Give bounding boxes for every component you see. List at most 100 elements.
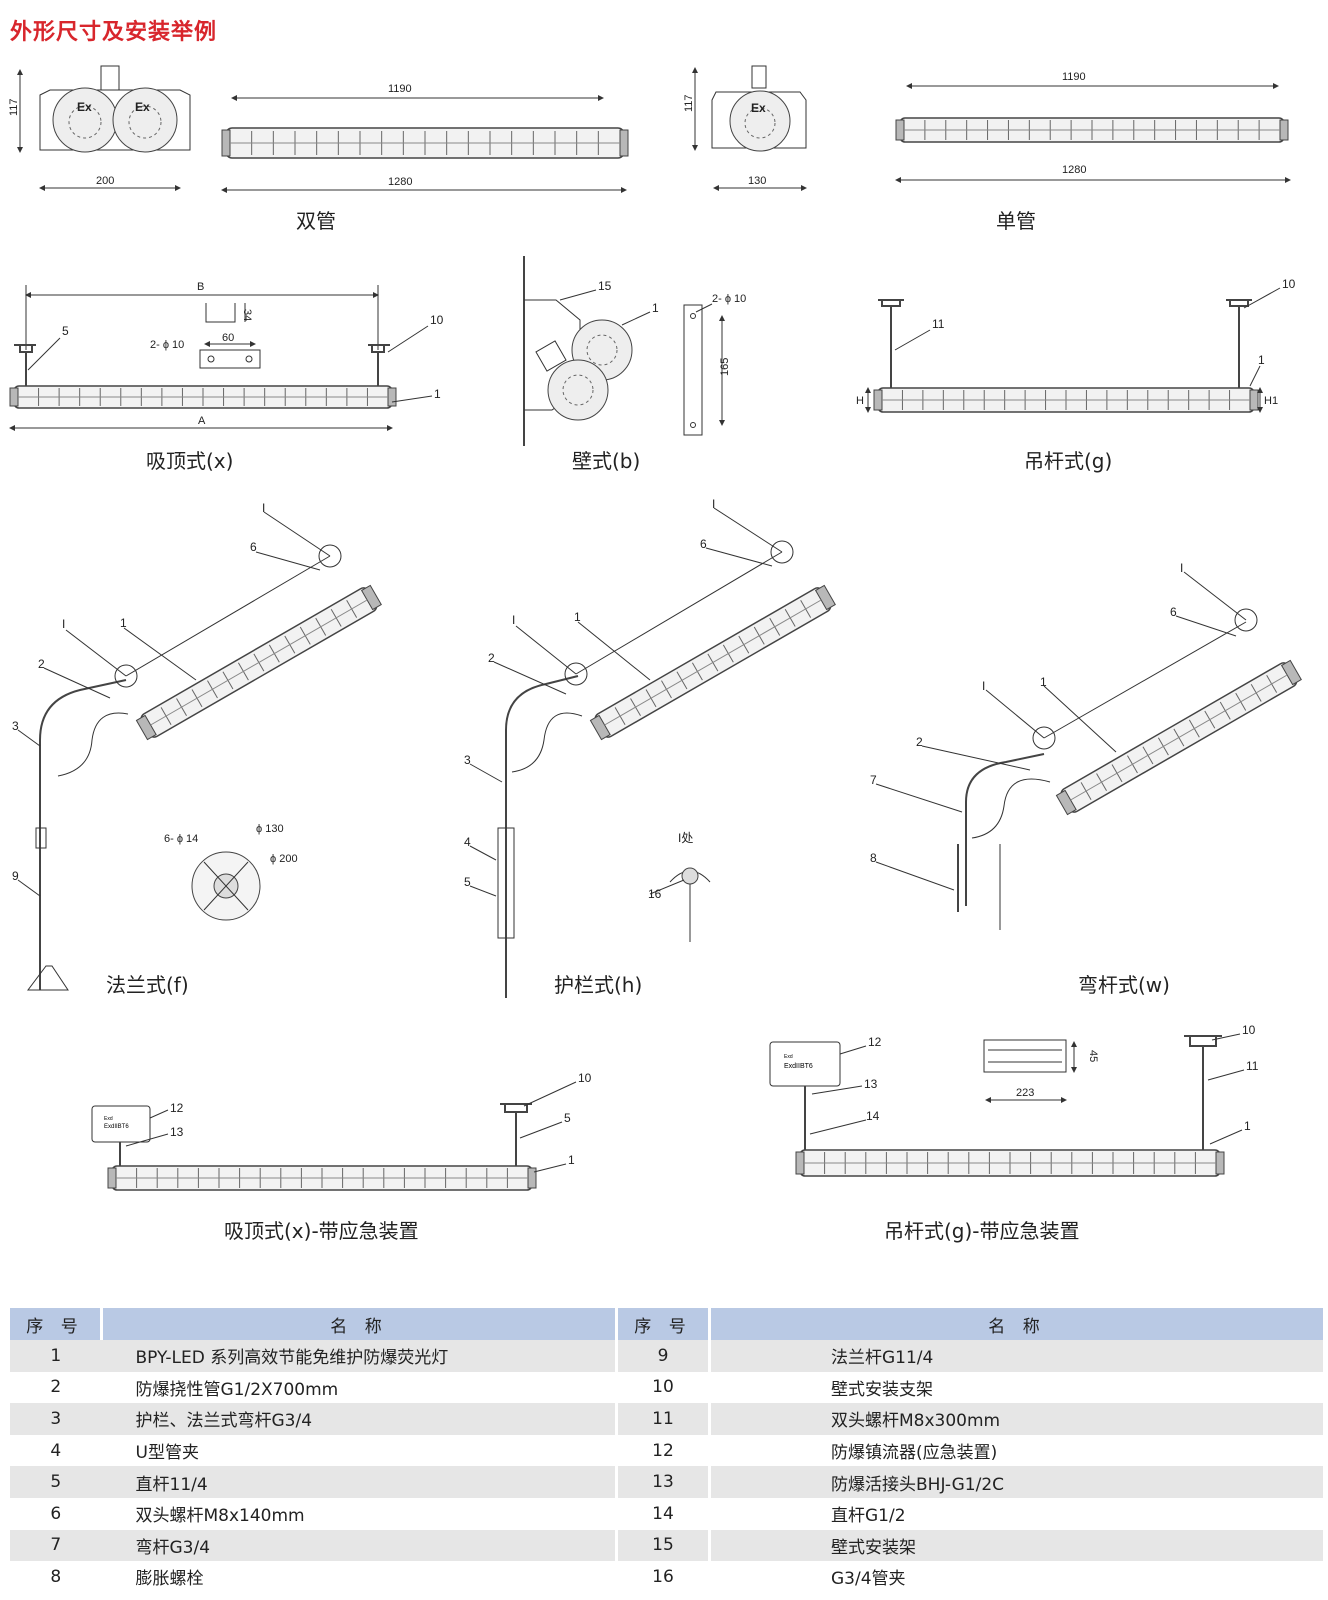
ex-mark-single: Ex xyxy=(751,101,766,115)
part-name-right: 防爆活接头BHJ-G1/2C xyxy=(708,1466,1323,1498)
caption-double-tube: 双管 xyxy=(296,209,336,233)
part-name-left: 双头螺杆M8x140mm xyxy=(135,1506,305,1527)
flange-callout-3: 3 xyxy=(12,719,19,733)
hole-2-phi10-b: 2- ϕ 10 xyxy=(712,293,746,305)
part-name-right: 壁式安装架 xyxy=(708,1529,1323,1562)
dim-H: H xyxy=(856,395,864,407)
dim-117-a: 117 xyxy=(8,98,20,116)
dim-A: A xyxy=(198,415,206,427)
bent-pole-mount-drawing: I 1 2 7 8 I 6 弯杆式(w) xyxy=(870,561,1302,997)
flange-callout-2: 2 xyxy=(38,657,45,671)
header-name-2: 名 称 xyxy=(708,1308,1323,1340)
ballast-label-3: Exd xyxy=(784,1054,793,1060)
bent-callout-7: 7 xyxy=(870,773,877,787)
part-number-right: 12 xyxy=(615,1434,710,1467)
caption-guardrail: 护栏式(h) xyxy=(554,973,642,997)
part-number-left: 7 xyxy=(10,1529,102,1562)
part-name-right: 法兰杆G11/4 xyxy=(708,1340,1323,1372)
part-name-right: 双头螺杆M8x300mm xyxy=(708,1403,1323,1435)
flange-mount-drawing: I 1 2 3 9 I 6 6- ϕ 14 ϕ 130 ϕ 200 法兰式(f) xyxy=(12,501,382,997)
caption-wall: 壁式(b) xyxy=(572,449,640,473)
bent-callout-1: 1 xyxy=(1040,675,1047,689)
caption-bent-pole: 弯杆式(w) xyxy=(1078,973,1170,997)
table-header-row: 序 号 名 称 序 号 名 称 xyxy=(10,1308,1323,1340)
part-number-right: 14 xyxy=(615,1497,710,1530)
part-number-left: 1 xyxy=(10,1340,102,1372)
page-title: 外形尺寸及安装举例 xyxy=(10,20,218,45)
dim-phi200: ϕ 200 xyxy=(270,853,298,865)
guard-roman-I-2: I xyxy=(712,497,715,511)
flange-callout-1: 1 xyxy=(120,616,127,630)
detail-I: I处 xyxy=(678,831,693,845)
dim-117-b: 117 xyxy=(683,94,695,112)
ballast-label-2: ExdIIBT6 xyxy=(104,1124,129,1130)
lamp-centerline xyxy=(604,599,822,726)
dim-B: B xyxy=(197,281,204,293)
header-seq-2: 序 号 xyxy=(615,1308,710,1340)
guard-roman-I-1: I xyxy=(512,613,515,627)
guardrail-mount-drawing: I 1 2 3 4 5 I 6 I处 16 护栏式(h) xyxy=(464,497,836,998)
part-number-right: 10 xyxy=(615,1371,710,1404)
flange-roman-I-1: I xyxy=(62,617,65,631)
dim-1280-b: 1280 xyxy=(1062,164,1086,176)
part-number-right: 9 xyxy=(615,1340,710,1372)
part-name-right: G3/4管夹 xyxy=(708,1561,1323,1593)
caption-ceiling: 吸顶式(x) xyxy=(146,449,233,473)
pe-callout-14: 14 xyxy=(866,1109,880,1123)
part-number-left: 3 xyxy=(10,1403,102,1435)
dim-223: 223 xyxy=(1016,1087,1034,1099)
ce-callout-1: 1 xyxy=(568,1153,575,1167)
header-name-1: 名 称 xyxy=(100,1308,617,1340)
part-number-right: 15 xyxy=(615,1529,710,1562)
part-name-left: U型管夹 xyxy=(135,1443,199,1464)
caption-single-tube: 单管 xyxy=(996,209,1036,233)
caption-pendant: 吊杆式(g) xyxy=(1024,449,1112,473)
ex-mark-right: Ex xyxy=(135,100,150,114)
hole-2-phi10-a: 2- ϕ 10 xyxy=(150,339,184,351)
callout-1: 1 xyxy=(434,387,441,401)
ballast-label-1: Exd xyxy=(104,1116,113,1122)
bent-callout-8: 8 xyxy=(870,851,877,865)
callout-10: 10 xyxy=(430,313,444,327)
bent-roman-I-1: I xyxy=(982,679,985,693)
dim-1190-b: 1190 xyxy=(1062,71,1086,83)
part-name-right: 壁式安装支架 xyxy=(708,1371,1323,1404)
ceiling-emergency-drawing: Exd ExdIIBT6 12 13 10 5 1 吸顶式(x)-带应急装置 xyxy=(91,1071,592,1243)
dim-H1: H1 xyxy=(1264,395,1278,407)
callout-15: 15 xyxy=(598,279,612,293)
part-name-left: 防爆挠性管G1/2X700mm xyxy=(135,1379,339,1400)
guard-callout-4: 4 xyxy=(464,835,471,849)
guard-callout-1: 1 xyxy=(574,610,581,624)
part-name-left: 护栏、法兰式弯杆G3/4 xyxy=(101,1403,617,1435)
pendant-emergency-drawing: Exd ExdIIBT6 45 223 12 13 14 10 11 1 吊杆式… xyxy=(769,1023,1259,1243)
pe-callout-10: 10 xyxy=(1242,1023,1256,1037)
part-name-left: 直杆11/4 xyxy=(101,1466,617,1498)
part-name-right: 直杆G1/2 xyxy=(708,1497,1323,1530)
ce-callout-5: 5 xyxy=(564,1111,571,1125)
dim-130: 130 xyxy=(748,175,766,187)
dim-1190-a: 1190 xyxy=(388,83,412,95)
dim-phi130: ϕ 130 xyxy=(256,823,284,835)
flange-callout-6: 6 xyxy=(250,540,257,554)
pe-callout-12: 12 xyxy=(868,1035,882,1049)
callout-5: 5 xyxy=(62,324,69,338)
hole-6-phi14: 6- ϕ 14 xyxy=(164,833,198,845)
ce-callout-13: 13 xyxy=(170,1125,184,1139)
dim-1280-a: 1280 xyxy=(388,176,412,188)
wall-mount-drawing: 15 1 165 2- ϕ 10 壁式(b) xyxy=(523,256,746,473)
guard-callout-2: 2 xyxy=(488,651,495,665)
part-name-left: BPY-LED 系列高效节能免维护防爆荧光灯 xyxy=(101,1340,617,1372)
callout-11: 11 xyxy=(932,317,945,331)
part-number-right: 16 xyxy=(615,1561,710,1593)
lamp-centerline xyxy=(1070,674,1288,801)
single-tube-end-view: Ex 117 130 xyxy=(683,65,807,191)
dim-34: 34 xyxy=(241,309,253,321)
part-number-right: 11 xyxy=(615,1403,710,1435)
